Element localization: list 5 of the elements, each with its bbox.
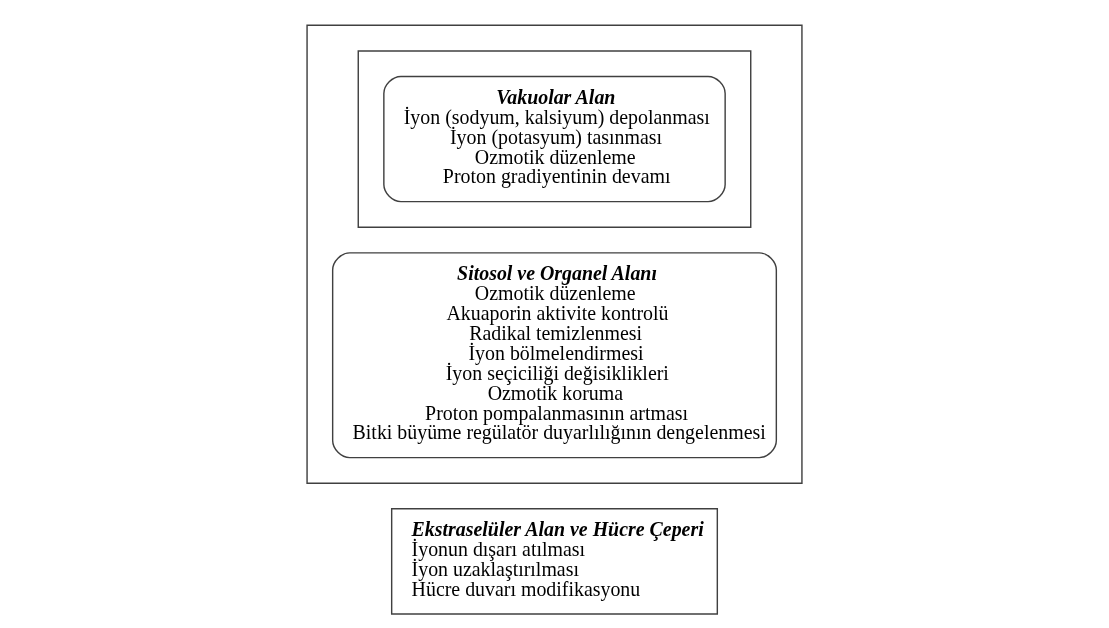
node-box: Vakuolar Alan İyon (sodyum, kalsiyum) depolanması İyon (potasyum) tasınması Ozmotik düzenleme Proton gradiyentinin devamı	[383, 75, 726, 203]
cluster	[357, 50, 752, 228]
node-box: Sitosol ve Organel Alanı Ozmotik düzenleme Akuaporin aktivite kontrolü Radikal temizlenmesi İyon bölmelendirmesi İyon seçiciliği değisiklikleri Ozmotik koruma Proton pompalanmasının artması Bitki büyüme regülatör duyarlılığının dengelenmesi	[331, 252, 778, 459]
node-box: Ekstraselüler Alan ve Hücre Çeperi İyonun dışarı atılması İyon uzaklaştırılması Hücre duvarı modifikasyonu	[390, 508, 719, 615]
cluster	[306, 24, 803, 484]
